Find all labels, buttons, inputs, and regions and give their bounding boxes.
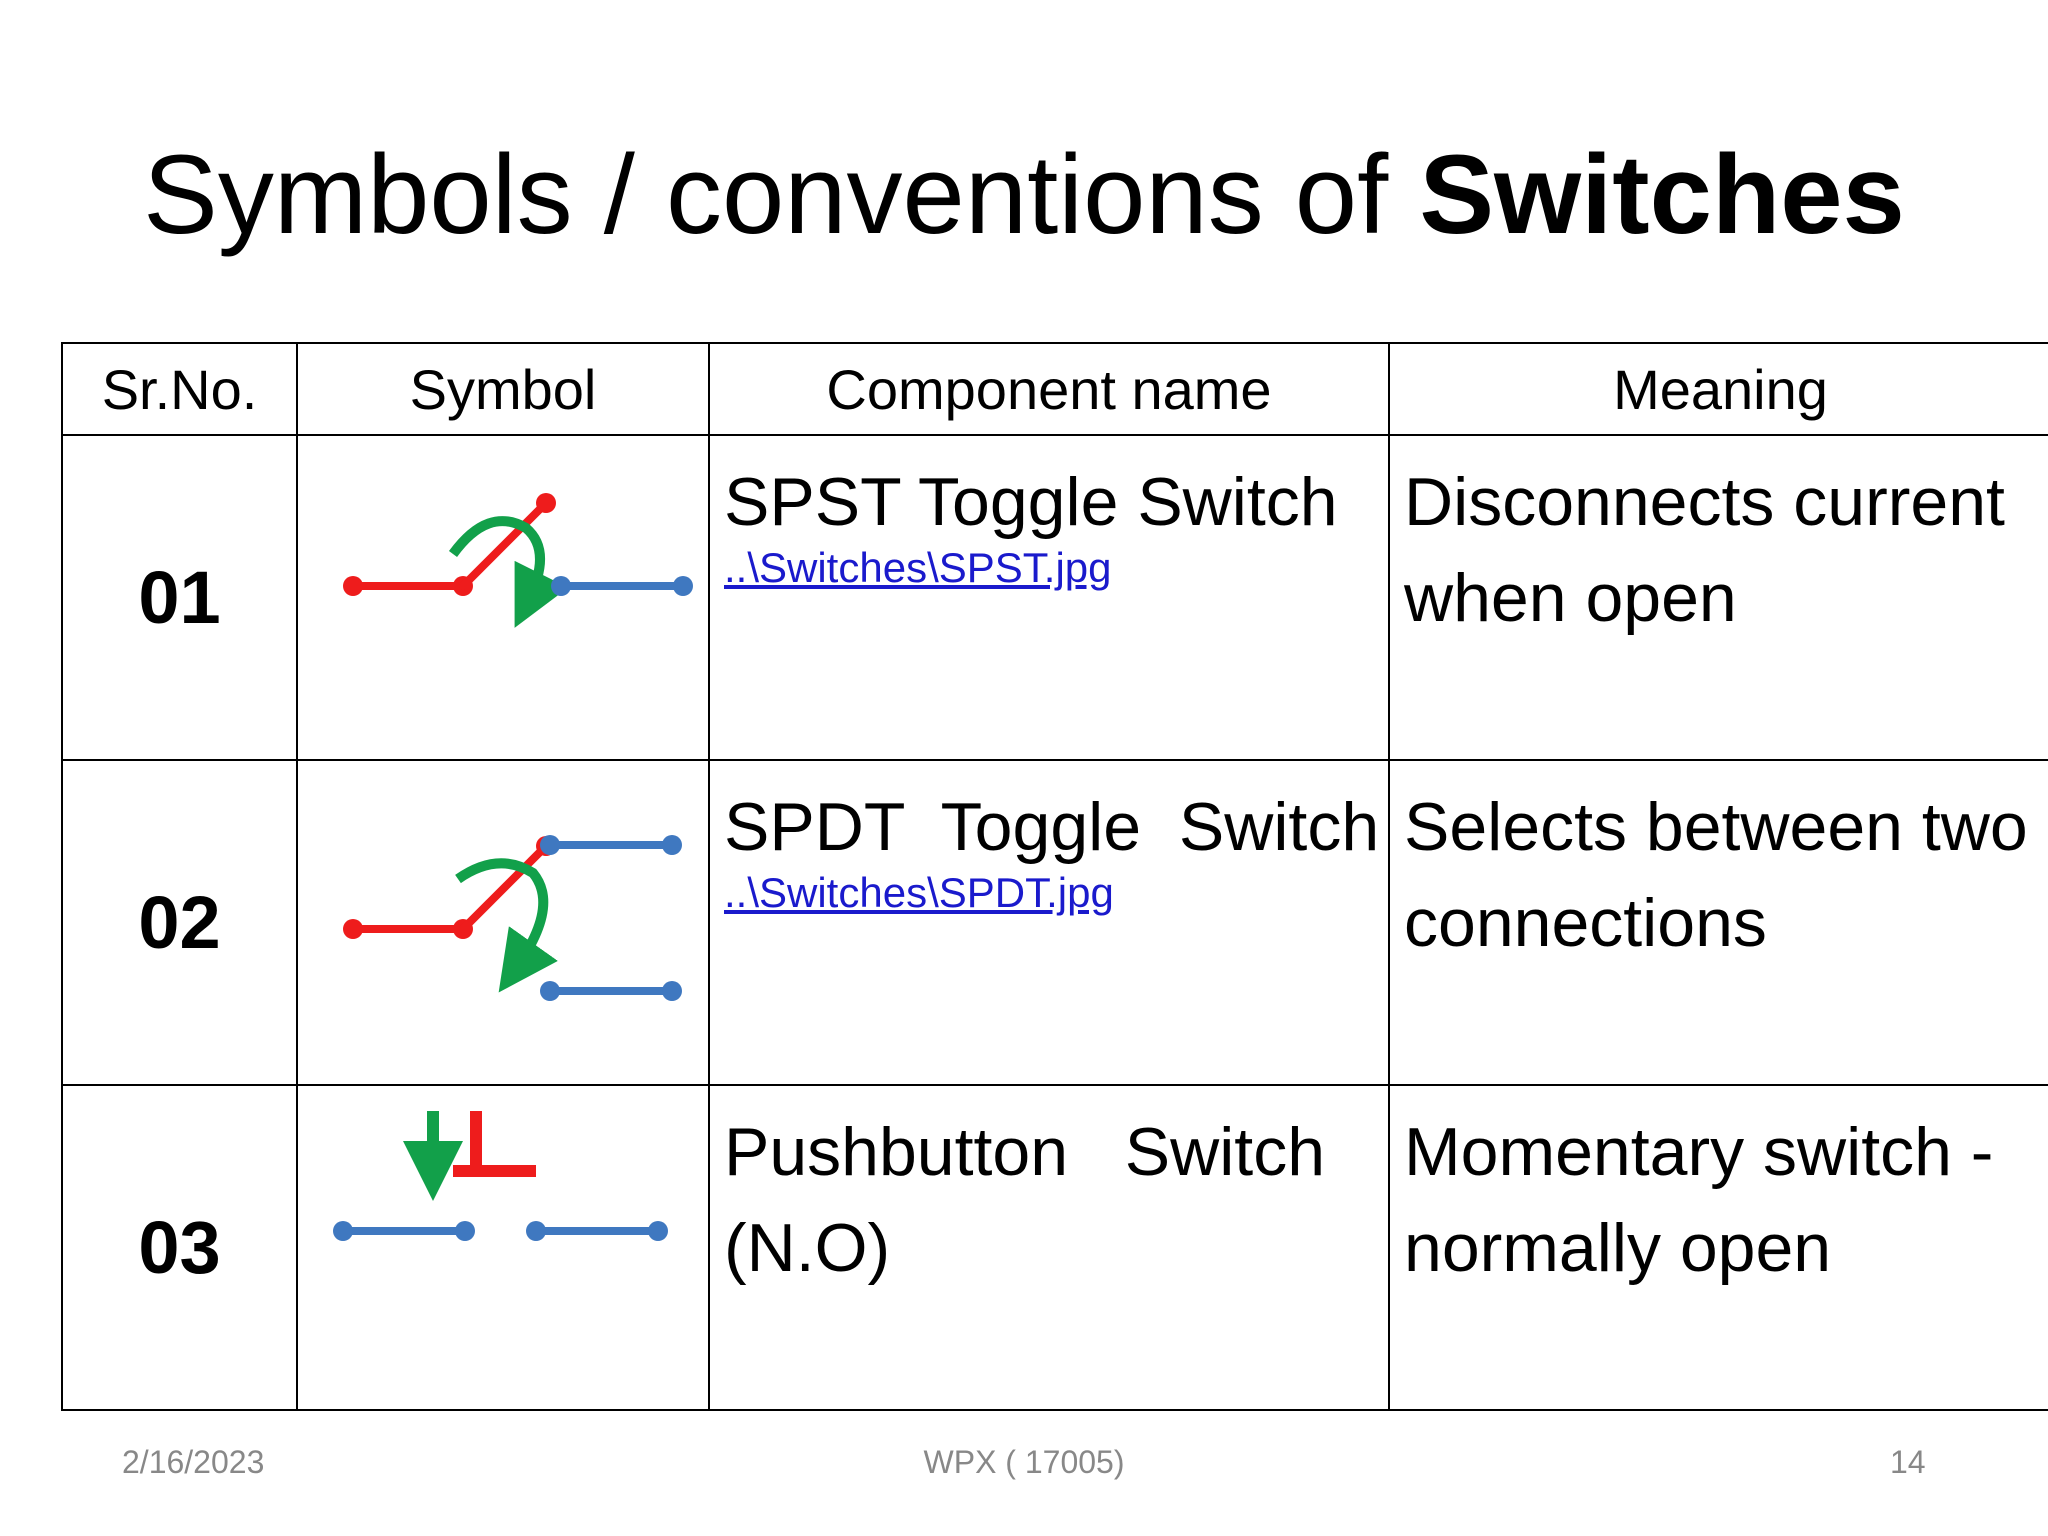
header-meaning: Meaning	[1388, 342, 2048, 436]
spdt-toggle-switch-icon	[343, 835, 682, 1001]
row-meaning: Selects between two connections	[1388, 759, 2048, 1086]
row-sr-no: 03	[61, 1084, 298, 1411]
pushbutton-switch-icon	[333, 1111, 668, 1241]
component-name: SPDT Toggle Switch	[724, 789, 1380, 865]
header-symbol: Symbol	[296, 342, 710, 436]
switch-symbols-table: Sr.No. Symbol Component name Meaning 01	[61, 342, 2048, 1411]
row-meaning: Momentary switch - normally open	[1388, 1084, 2048, 1411]
row-sr-no: 01	[61, 434, 298, 761]
slide-title: Symbols / conventions of Switches	[0, 130, 2048, 259]
row-component-name-cell: SPST Toggle Switch ..\Switches\SPST.jpg	[708, 434, 1390, 761]
table-row: 03 Pushbutton Switch (N.O)	[61, 1084, 2048, 1411]
table-header-row: Sr.No. Symbol Component name Meaning	[61, 342, 2048, 436]
table-row: 01 SPST Toggle Switch ..\	[61, 434, 2048, 761]
footer-page-number: 14	[1890, 1444, 1926, 1480]
slide-title-prefix: Symbols / conventions of	[143, 132, 1420, 257]
row-component-name-cell: Pushbutton Switch (N.O)	[708, 1084, 1390, 1411]
component-name: Pushbutton Switch (N.O)	[724, 1114, 1344, 1286]
header-sr-no: Sr.No.	[61, 342, 298, 436]
slide-title-bold: Switches	[1419, 132, 1905, 257]
row-symbol-cell	[296, 434, 710, 761]
spst-image-link[interactable]: ..\Switches\SPST.jpg	[724, 544, 1112, 591]
header-component-name: Component name	[708, 342, 1390, 436]
spst-toggle-switch-icon	[343, 493, 693, 628]
row-component-name-cell: SPDT Toggle Switch ..\Switches\SPDT.jpg	[708, 759, 1390, 1086]
row-symbol-cell	[296, 759, 710, 1086]
component-name: SPST Toggle Switch	[724, 464, 1338, 540]
footer-course-code: WPX ( 17005)	[923, 1444, 1125, 1480]
table-row: 02 S	[61, 759, 2048, 1086]
row-sr-no: 02	[61, 759, 298, 1086]
row-meaning: Disconnects current when open	[1388, 434, 2048, 761]
footer-date: 2/16/2023	[122, 1444, 265, 1480]
spdt-image-link[interactable]: ..\Switches\SPDT.jpg	[724, 869, 1114, 916]
row-symbol-cell	[296, 1084, 710, 1411]
